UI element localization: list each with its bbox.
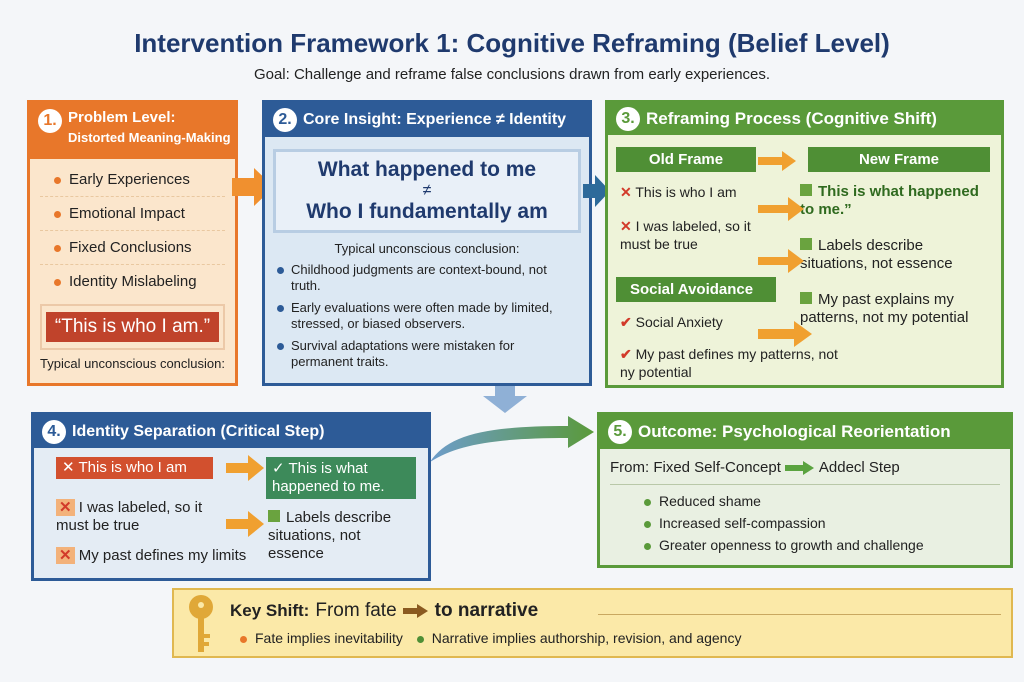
step-number: 3. <box>616 107 640 131</box>
panel-subtitle: Distorted Meaning-Making <box>68 130 231 145</box>
list-item: Childhood judgments are context-bound, n… <box>277 262 575 294</box>
old-frame-item: ✔ Social Anxiety <box>620 314 723 330</box>
key-point: Narrative implies authorship, revision, … <box>431 630 742 646</box>
key-shift-to: to narrative <box>434 600 539 621</box>
arrow-right-icon <box>758 151 796 171</box>
step-number: 2. <box>273 108 297 132</box>
panel-title: Outcome: Psychological Reorientation <box>638 422 951 441</box>
old-belief-item: ✕ My past defines my limits <box>56 547 246 565</box>
panel-header: 1. Problem Level: Distorted Meaning-Maki… <box>30 103 235 159</box>
arrow-right-icon <box>758 197 804 221</box>
step-number: 4. <box>42 419 66 444</box>
bullet-icon <box>54 176 61 184</box>
new-frame-label: New Frame <box>808 147 990 172</box>
panel-outcome: 5. Outcome: Psychological Reorientation … <box>597 412 1013 568</box>
arrow-right-icon <box>758 249 804 273</box>
old-frame-item: ✔ My past defines my patterns, not ny po… <box>620 346 838 380</box>
list-item: Early Experiences <box>40 163 225 197</box>
panel-core-insight: 2. Core Insight: Experience ≠ Identity W… <box>262 100 592 386</box>
panel-title: Problem Level: <box>68 109 176 126</box>
panel-title: Core Insight: Experience ≠ Identity <box>303 111 567 128</box>
x-icon: ✕ <box>56 499 75 516</box>
old-frame-item: ✕ I was labeled, so it must be true <box>620 218 751 252</box>
caption: Typical unconscious conclusion: <box>334 241 520 256</box>
old-frame-label: Old Frame <box>616 147 756 172</box>
not-equal-icon: ≠ <box>422 182 432 199</box>
list-item: Early evaluations were often made by lim… <box>277 300 575 332</box>
key-icon <box>189 595 213 652</box>
arrow-down-icon <box>483 386 527 413</box>
panel-header: 3. Reframing Process (Cognitive Shift) <box>608 103 1001 135</box>
x-icon: ✕ <box>620 184 632 200</box>
list-item: Survival adaptations were mistaken for p… <box>277 338 575 370</box>
list-item: Emotional Impact <box>40 197 225 231</box>
bullet-icon <box>54 244 61 252</box>
list-item: Greater openness to growth and challenge <box>644 537 1010 553</box>
bullet-icon <box>54 210 61 218</box>
checkbox-icon <box>800 292 812 304</box>
step-number: 5. <box>608 420 632 444</box>
panel-reframing-process: 3. Reframing Process (Cognitive Shift) O… <box>605 100 1004 388</box>
x-icon: ✕ <box>620 218 632 234</box>
arrow-right-icon <box>402 604 428 618</box>
panel-header: 5. Outcome: Psychological Reorientation <box>600 415 1010 449</box>
key-point: Fate implies inevitability <box>255 630 403 646</box>
check-icon: ✔ <box>620 314 632 330</box>
key-shift-from: From fate <box>315 600 397 621</box>
list-item: Increased self-compassion <box>644 515 1010 531</box>
bullet-icon <box>54 278 61 286</box>
caption: Typical unconscious conclusion: <box>40 356 225 371</box>
arrow-right-icon <box>226 511 264 537</box>
quote-banner: “This is who I am.” <box>46 312 219 342</box>
insight-line-2: Who I fundamentally am <box>306 200 548 223</box>
checkbox-icon <box>268 510 280 522</box>
x-icon: ✕ <box>62 459 75 476</box>
list-item: Reduced shame <box>644 493 1010 509</box>
new-frame-item: Labels describe situations, not essence <box>800 237 953 272</box>
check-icon: ✓ <box>272 460 285 477</box>
old-belief-tag: ✕ This is who I am <box>56 457 213 479</box>
old-belief-item: ✕ I was labeled, so it must be true <box>56 499 203 534</box>
new-frame-item: This is what happened to me.” <box>800 183 979 218</box>
check-icon: ✔ <box>620 346 632 362</box>
new-belief-item: Labels describe situations, not essence <box>268 509 392 562</box>
goal-text: Goal: Challenge and reframe false conclu… <box>253 66 771 83</box>
checkbox-icon <box>800 238 812 250</box>
key-shift-box: Key Shift: From fate to narrative Fate i… <box>172 588 1013 658</box>
old-frame-item: ✕ This is who I am <box>620 184 737 200</box>
arrow-right-icon <box>758 321 812 347</box>
list-item: Fixed Conclusions <box>40 231 225 265</box>
panel-identity-separation: 4. Identity Separation (Critical Step) ✕… <box>31 412 431 581</box>
key-shift-label: Key Shift: <box>230 601 310 620</box>
from-label: From: Fixed Self-Concept <box>610 459 781 476</box>
panel-problem-level: 1. Problem Level: Distorted Meaning-Maki… <box>27 100 238 386</box>
page-title: Intervention Framework 1: Cognitive Refr… <box>134 28 890 58</box>
checkbox-icon <box>800 184 812 196</box>
list-item: Identity Mislabeling <box>40 265 225 298</box>
arrow-right-icon <box>583 175 610 207</box>
step-number: 1. <box>38 109 62 133</box>
arrow-right-icon <box>226 455 264 481</box>
panel-header: 2. Core Insight: Experience ≠ Identity <box>265 103 589 137</box>
new-belief-tag: ✓ This is what happened to me. <box>266 457 416 499</box>
curved-arrow-icon <box>430 416 594 462</box>
arrow-right-icon <box>784 460 814 475</box>
new-frame-item: My past explains my patterns, not my pot… <box>800 291 969 326</box>
insight-line-1: What happened to me <box>317 158 537 181</box>
x-icon: ✕ <box>56 547 75 564</box>
social-avoidance-label: Social Avoidance <box>616 277 776 302</box>
to-label: Addecl Step <box>818 459 900 476</box>
panel-title: Reframing Process (Cognitive Shift) <box>646 109 937 128</box>
panel-header: 4. Identity Separation (Critical Step) <box>34 415 428 448</box>
panel-title: Identity Separation (Critical Step) <box>72 422 325 440</box>
